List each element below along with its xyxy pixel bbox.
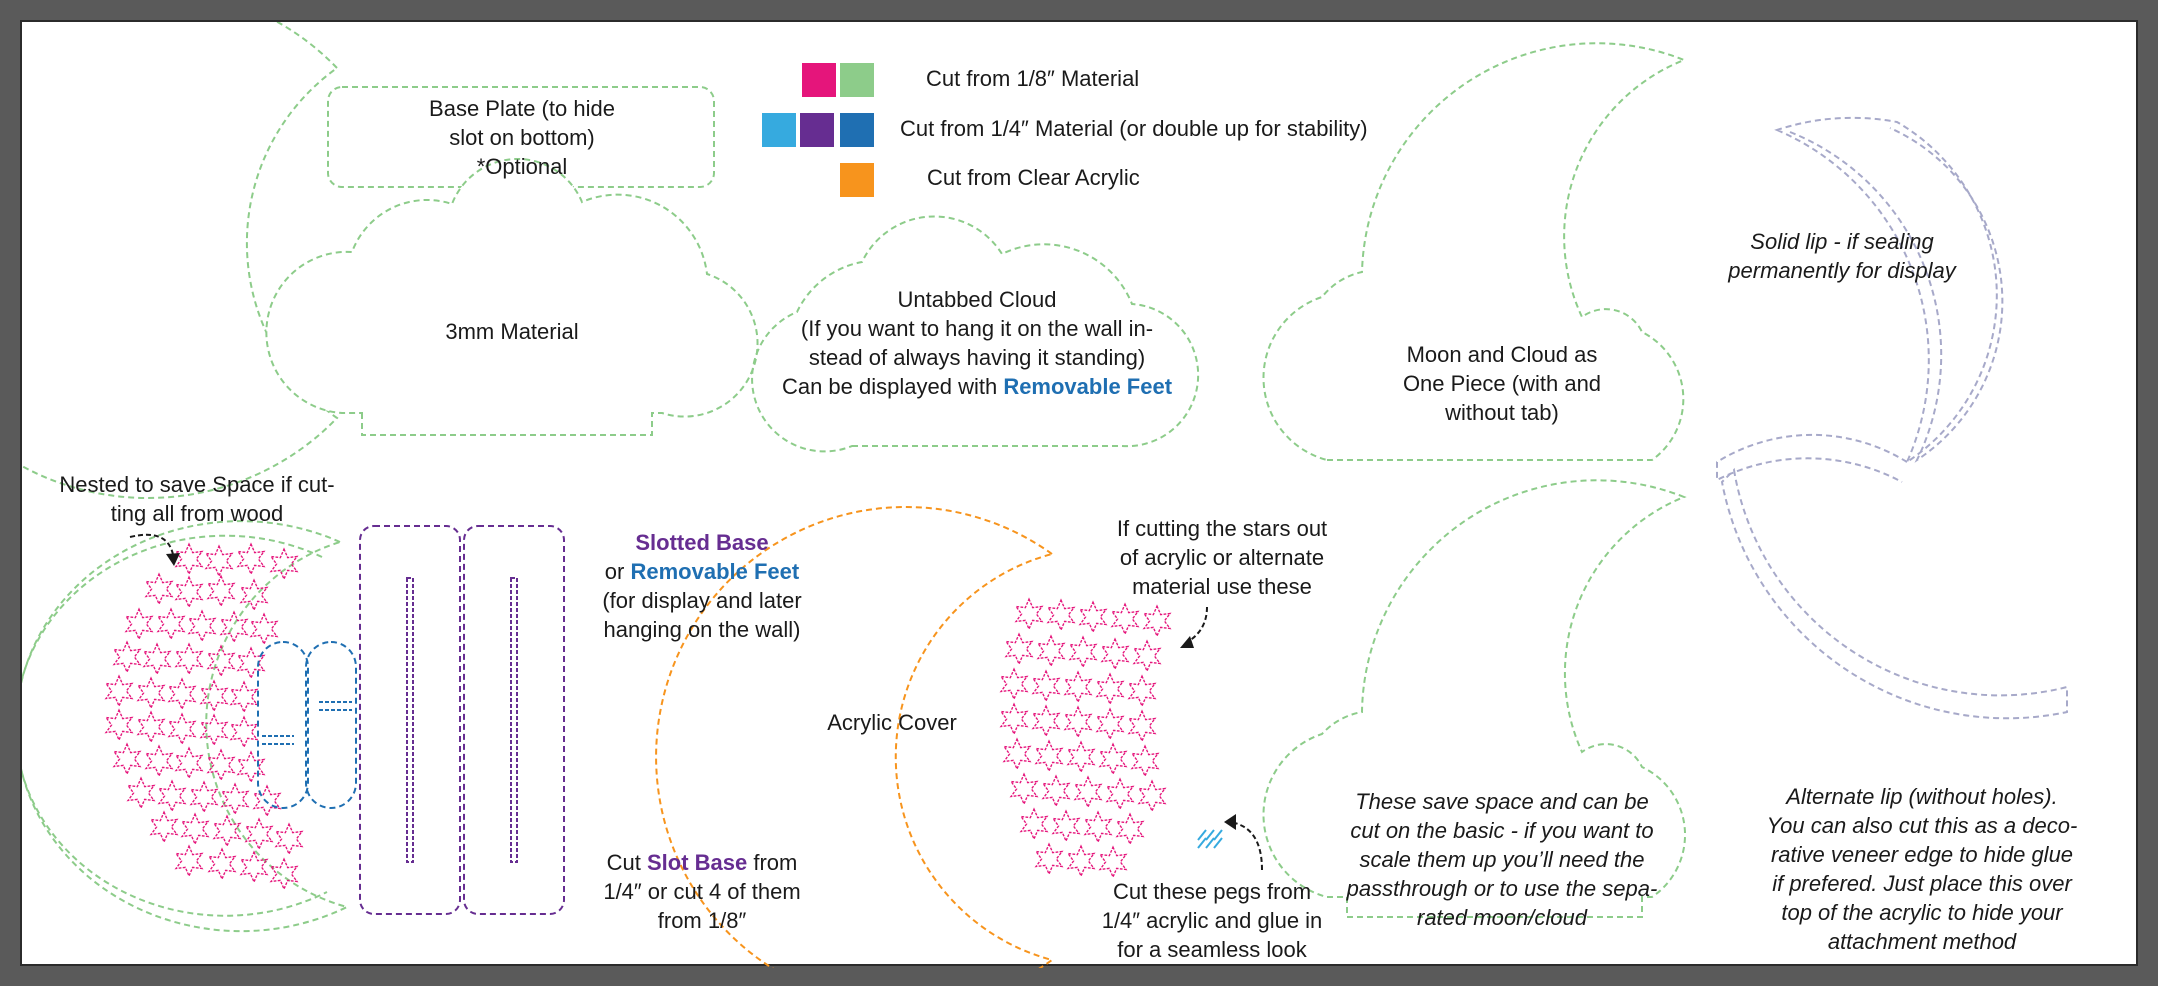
swatch-green (840, 63, 874, 97)
removable-feet-label: Removable Feet (630, 559, 800, 584)
foot-slot-left (262, 735, 294, 745)
removable-feet-link: Removable Feet (1003, 374, 1173, 399)
solid-lip-inner (1789, 127, 2004, 463)
slot-base-note: Cut Slot Base from 1/4″ or cut 4 of them… (603, 850, 801, 933)
slotted-base-left (359, 525, 461, 915)
moon-cloud-tabbed-outline (1262, 479, 1687, 918)
slot-left (406, 577, 414, 863)
acrylic-cover-outline (655, 506, 1055, 968)
pegs-arrowhead (1224, 814, 1236, 830)
from-word: from (747, 850, 798, 875)
stars-arrow (1183, 606, 1208, 645)
slotted-base-label: Slotted Base or Removable Feet (for disp… (602, 530, 802, 642)
star-field-center (1000, 598, 1171, 878)
swatch-lightblue (762, 113, 796, 147)
slot-right (510, 577, 518, 863)
foot-slot-right (319, 701, 352, 711)
legend-quarter-label: Cut from 1/4″ Material (or double up for… (900, 116, 1368, 141)
template-sheet: Cut from 1/8″ Material Cut from 1/4″ Mat… (20, 20, 2138, 968)
legend-eighth-label: Cut from 1/8″ Material (926, 66, 1140, 91)
swatch-purple (800, 113, 834, 147)
swatch-pink (802, 63, 836, 97)
swatch-orange (840, 163, 874, 197)
untabbed-cloud-label: Untabbed Cloud(If you want to hang it on… (781, 287, 1173, 399)
solid-lip-outline (1774, 116, 1998, 465)
solid-lip-lower (1716, 433, 1908, 483)
acrylic-pegs (1197, 829, 1223, 849)
or-prefix: or (604, 559, 631, 584)
acrylic-cover-label: Acrylic Cover (827, 710, 957, 735)
three-mm-cloud-outline (265, 157, 759, 436)
cut-prefix: Cut (606, 850, 647, 875)
nested-moon-inner (22, 534, 328, 917)
removable-foot-right (305, 641, 357, 809)
large-moon-outline (22, 22, 339, 499)
swatch-blue (840, 113, 874, 147)
nested-arrowhead (166, 553, 180, 566)
untabbed-cloud-outline (751, 215, 1200, 453)
slot-base-word: Slot Base (646, 850, 748, 875)
nested-moon-outline (22, 520, 350, 933)
alternate-lip-outline (1720, 467, 2068, 720)
star-field-left (105, 543, 303, 890)
slotted-base-right (463, 525, 565, 915)
legend-acrylic-label: Cut from Clear Acrylic (927, 165, 1140, 190)
removable-foot-left (257, 641, 309, 809)
cut-template-drawing (22, 22, 2068, 968)
alternate-lip-label: Alternate lip (without holes).You can al… (1766, 784, 2078, 954)
stars-arrowhead (1180, 636, 1194, 648)
untabbed-prefix: Can be displayed with (781, 374, 1004, 399)
nested-arrow (129, 533, 175, 563)
nested-label: Nested to save Space if cut-ting all fro… (59, 472, 335, 526)
three-mm-label: 3mm Material (445, 319, 579, 344)
